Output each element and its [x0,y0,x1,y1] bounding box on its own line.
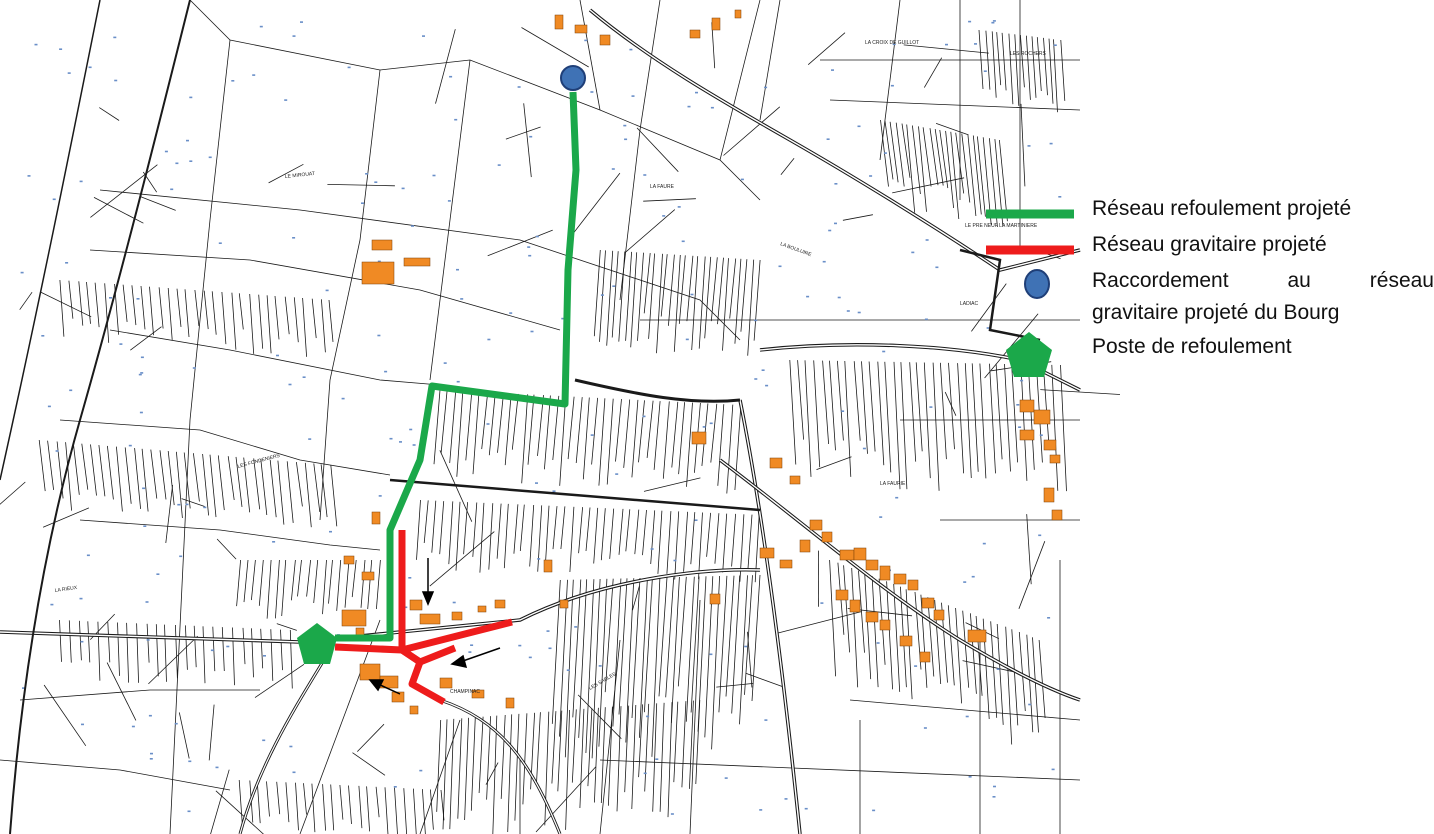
legend-symbols [986,209,1074,377]
arrow-icon [450,647,501,668]
blue-circle-icon [1024,269,1050,299]
label-faure: LA FAURE [650,184,675,190]
legend-raccordement: Raccordement au réseau [1092,268,1434,294]
label-faurie: LA FAURIE [880,481,906,487]
label-rieux: LA RIEUX [54,585,78,594]
legend-raccordement-line2: gravitaire projeté du Bourg [1092,301,1340,324]
blue-circle-icon [560,65,586,91]
label-croix: LA CROIX DE GUILLOT [865,40,919,46]
label-ladiac: LADIAC [960,301,978,307]
label-mirouat: LE MIROUAT [285,171,316,180]
arrow-icon [368,679,401,695]
green-line-icon [335,91,580,642]
refoulement-network [335,91,580,642]
legend-raccordement-word-2: au [1287,269,1311,292]
legend-raccordement-word-1: Raccordement [1092,269,1229,292]
arrow-icon [421,558,435,606]
red-line-icon [400,644,457,666]
legend-refoulement: Réseau refoulement projeté [1092,197,1352,220]
label-rochers: LES ROCHERS [1010,51,1047,57]
flow-arrows [368,558,501,695]
green-pentagon-icon [1006,332,1052,377]
legend-raccordement-word-3: réseau [1369,269,1434,292]
legend-gravitaire: Réseau gravitaire projeté [1092,233,1327,256]
legend-poste: Poste de refoulement [1092,335,1292,358]
map-background [0,0,1080,834]
label-martiniere: LE PRE NEUF LA MARTINIERE [965,223,1038,229]
gravitaire-network [334,530,513,706]
label-champinac: CHAMPINAC [450,689,480,695]
green-pentagon-icon [297,623,337,664]
buildings [341,9,1063,715]
